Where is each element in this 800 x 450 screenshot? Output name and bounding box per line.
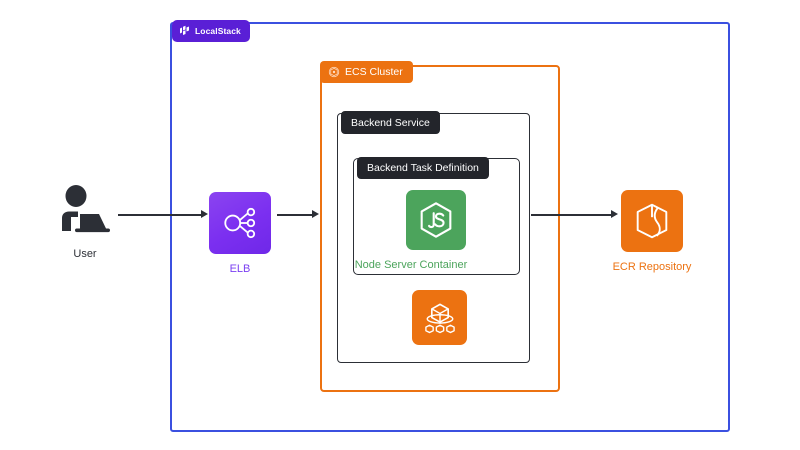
- arrow-elb-to-ecs-cluster: [277, 214, 312, 216]
- arrow-user-to-elb: [118, 214, 201, 216]
- backend-service-badge[interactable]: Backend Service: [341, 111, 440, 134]
- ecs-cluster-boundary: [320, 65, 560, 392]
- node-ecs-task[interactable]: [412, 290, 467, 345]
- ecs-cluster-badge[interactable]: ECS Cluster: [320, 61, 413, 83]
- backend-service-label: Backend Service: [351, 116, 430, 129]
- ecs-cluster-label: ECS Cluster: [345, 66, 403, 78]
- task-definition-badge[interactable]: Backend Task Definition: [357, 157, 489, 179]
- node-node-server-container-label: Node Server Container: [354, 259, 468, 271]
- aws-ecs-icon: [412, 290, 467, 345]
- node-ecr-repository[interactable]: ECR Repository: [613, 190, 691, 273]
- localstack-boundary: [170, 22, 730, 432]
- node-node-server-container[interactable]: Node Server Container: [355, 190, 467, 271]
- nodejs-icon: [406, 190, 466, 250]
- localstack-logo-icon: [179, 25, 191, 37]
- node-elb[interactable]: ELB: [209, 192, 271, 275]
- arrow-user-to-elb-head: [201, 210, 208, 218]
- arrow-backend-service-to-ecr-head: [611, 210, 618, 218]
- task-definition-label: Backend Task Definition: [367, 162, 479, 174]
- arrow-backend-service-to-ecr: [531, 214, 611, 216]
- user-laptop-icon: [54, 183, 116, 239]
- elastic-load-balancer-icon: [209, 192, 271, 254]
- localstack-label: LocalStack: [195, 26, 241, 36]
- localstack-badge[interactable]: LocalStack: [172, 20, 250, 42]
- node-elb-label: ELB: [229, 263, 251, 275]
- node-user-label: User: [73, 248, 97, 260]
- node-ecr-repository-label: ECR Repository: [612, 261, 692, 273]
- ecs-cluster-icon: [328, 66, 340, 78]
- ecr-repository-icon: [621, 190, 683, 252]
- node-user[interactable]: User: [52, 183, 118, 260]
- arrow-elb-to-ecs-cluster-head: [312, 210, 319, 218]
